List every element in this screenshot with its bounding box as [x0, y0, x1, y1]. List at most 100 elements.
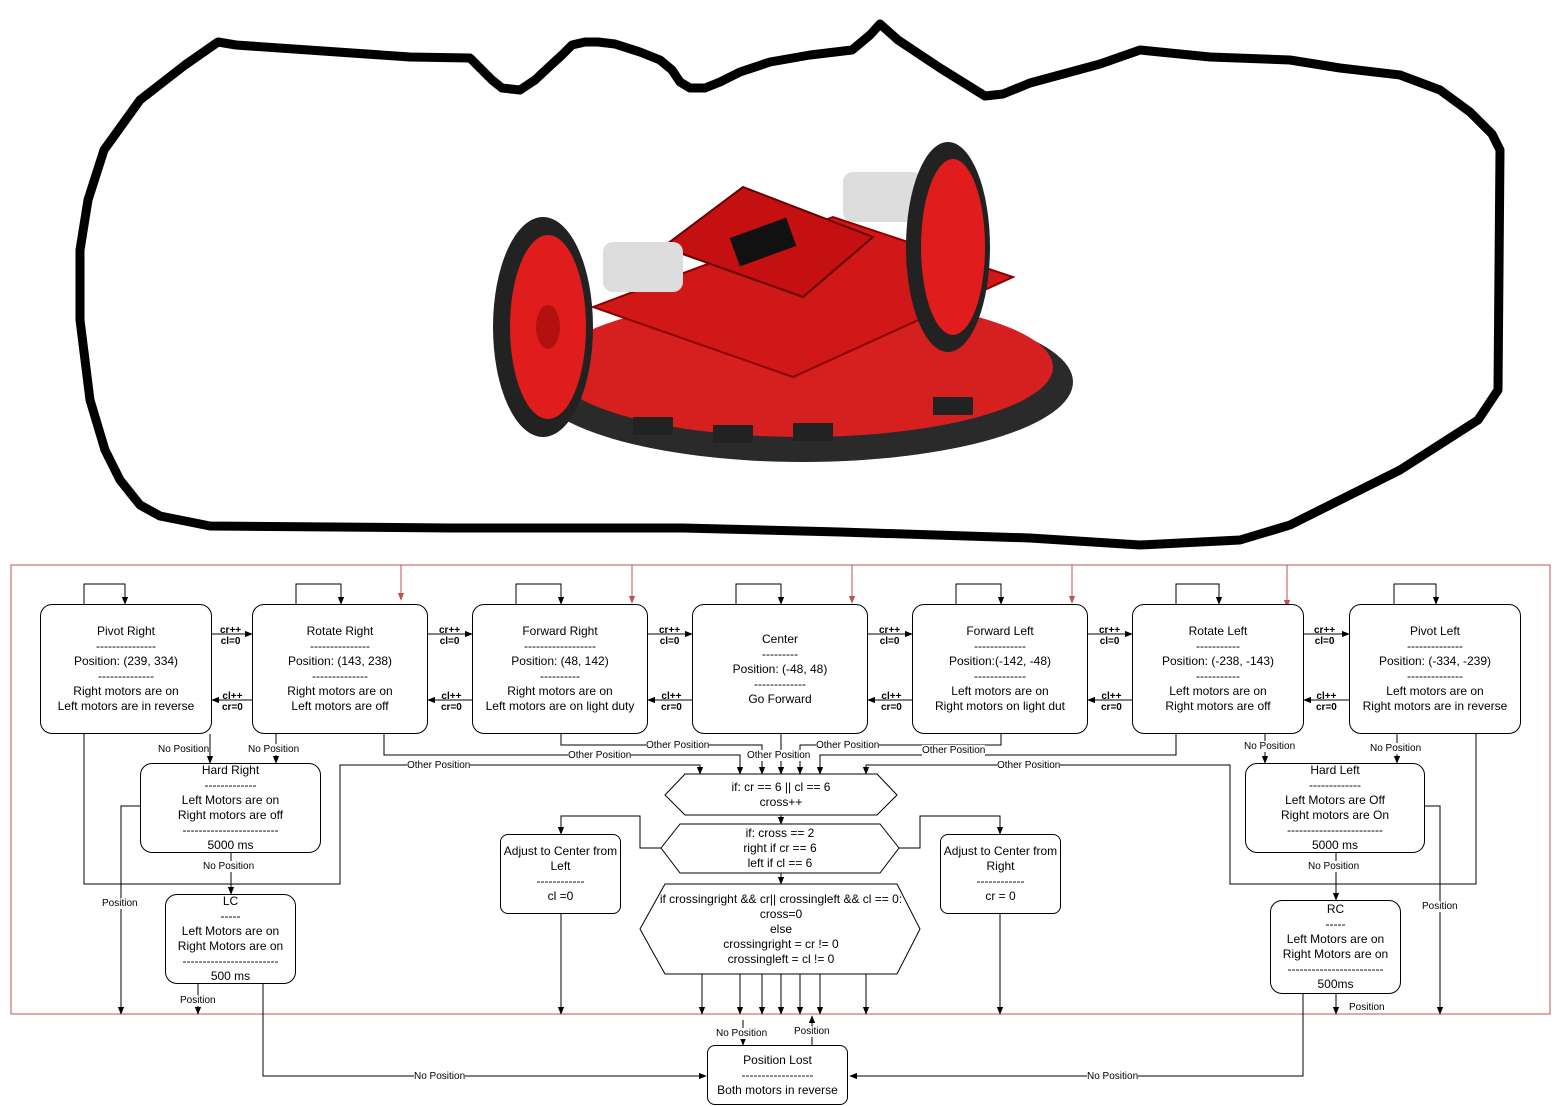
- node-line: Forward Right: [522, 624, 598, 638]
- node-line: if: cr == 6 || cl == 6: [731, 779, 831, 794]
- node-line: -----------: [1196, 669, 1240, 683]
- node-line: Left: [550, 859, 571, 873]
- edge-label-no-position: No Position: [414, 1071, 466, 1082]
- node-line: ---------------: [310, 639, 370, 653]
- node-line: -------------: [974, 669, 1026, 683]
- edge-label-other-position: Other Position: [646, 740, 710, 751]
- node-line: ---------------: [96, 639, 156, 653]
- state-lc: LC ----- Left Motors are on Right Motors…: [165, 894, 296, 984]
- node-line: ------------------------: [182, 954, 279, 968]
- edge-label-cr-inc: cr++cl=0: [439, 625, 461, 647]
- node-line: RC: [1326, 902, 1345, 916]
- node-line: Rotate Right: [306, 624, 374, 638]
- node-line: --------------: [98, 669, 154, 683]
- edge-label-cl-inc: cl++cr=0: [881, 691, 902, 713]
- node-line: Forward Left: [966, 624, 1034, 638]
- edge-label-no-position: No Position: [203, 861, 255, 872]
- edge-label-cr-inc: cr++cl=0: [220, 625, 242, 647]
- node-line: Left Motors are on: [181, 793, 280, 807]
- node-line: Position: (-48, 48): [732, 661, 828, 676]
- node-line: --------------: [1407, 669, 1463, 683]
- state-center: Center --------- Position: (-48, 48) ---…: [692, 604, 868, 734]
- node-line: Left motors are on: [1386, 684, 1484, 698]
- node-line: ----------: [540, 669, 580, 683]
- node-line: -------------: [754, 676, 806, 691]
- edge-label-position: Position: [1349, 1002, 1385, 1013]
- node-line: -----: [220, 909, 241, 923]
- node-line: Adjust to Center from: [503, 844, 618, 858]
- edge-label-cr-inc: cr++cl=0: [1099, 625, 1121, 647]
- edge-label-other-position: Other Position: [997, 760, 1061, 771]
- edge-label-no-position: No Position: [158, 744, 210, 755]
- node-line: if crossingright && cr|| crossingleft &&…: [659, 891, 903, 906]
- robot-photo: [413, 127, 1128, 487]
- node-line: right if cr == 6: [743, 841, 817, 855]
- node-line: Right Motors are on: [177, 939, 284, 953]
- node-line: -----: [1325, 917, 1346, 931]
- node-line: LC: [222, 894, 239, 908]
- node-line: Right motors are in reverse: [1362, 699, 1508, 713]
- node-line: ------------------------: [1287, 823, 1383, 837]
- node-line: cross=0: [759, 906, 803, 921]
- node-line: Go Forward: [748, 691, 812, 706]
- track-outline: [75, 19, 1505, 550]
- node-line: Hard Right: [201, 763, 260, 777]
- state-forward-right: Forward Right ------------------ Positio…: [472, 604, 648, 734]
- node-line: Pivot Left: [1409, 624, 1461, 638]
- node-line: Position:(-142, -48): [948, 654, 1052, 668]
- node-line: ------------: [536, 874, 585, 888]
- node-line: ------------------: [741, 1067, 814, 1082]
- node-line: cl =0: [547, 889, 574, 903]
- edge-label-cr-inc: cr++cl=0: [659, 625, 681, 647]
- node-line: Right Motors are on: [1282, 947, 1389, 961]
- hex-cross-text: if: cr == 6 || cl == 6 cross++: [685, 774, 877, 815]
- state-hard-left: Hard Left ------------- Left Motors are …: [1245, 763, 1425, 853]
- node-line: Rotate Left: [1188, 624, 1248, 638]
- edge-label-no-position: No Position: [248, 744, 300, 755]
- state-rc: RC ----- Left Motors are on Right Motors…: [1270, 900, 1401, 994]
- node-line: Left motors are on light duty: [485, 699, 635, 713]
- edge-label-cl-inc: cl++cr=0: [661, 691, 682, 713]
- node-line: Left Motors are on: [1286, 932, 1385, 946]
- state-rotate-left: Rotate Left ----------- Position: (-238,…: [1132, 604, 1304, 734]
- edge-label-other-position: Other Position: [747, 750, 811, 761]
- edge-label-no-position: No Position: [1087, 1071, 1139, 1082]
- node-line: Right motors on light dut: [934, 699, 1066, 713]
- hex-cross-check: [664, 773, 898, 816]
- edge-label-cl-inc: cl++cr=0: [1316, 691, 1337, 713]
- node-line: Left motors are in reverse: [57, 699, 195, 713]
- node-line: Left motors are off: [291, 699, 389, 713]
- self-loops: [83, 583, 1440, 605]
- edge-label-cl-inc: cl++cr=0: [222, 691, 243, 713]
- node-line: if: cross == 2: [745, 826, 815, 840]
- node-line: Right motors are On: [1280, 808, 1390, 822]
- node-line: --------------: [1407, 639, 1463, 653]
- node-line: ------------: [976, 874, 1025, 888]
- edge-label-no-position: No Position: [1244, 741, 1296, 752]
- node-line: left if cl == 6: [747, 856, 813, 870]
- node-line: Hard Left: [1310, 763, 1360, 777]
- edge-label-cl-inc: cl++cr=0: [1101, 691, 1122, 713]
- node-line: Left Motors are Off: [1285, 793, 1385, 807]
- edge-label-no-position: No Position: [1308, 861, 1360, 872]
- edge-label-no-position: No Position: [716, 1028, 768, 1039]
- node-line: Right motors are off: [1165, 699, 1271, 713]
- node-line: 500 ms: [210, 969, 251, 983]
- node-line: Left Motors are on: [181, 924, 280, 938]
- edge-label-other-position: Other Position: [922, 745, 986, 756]
- hex-reset-text: if crossingright && cr|| crossingleft &&…: [650, 884, 912, 974]
- state-hard-right: Hard Right ------------- Left Motors are…: [140, 763, 321, 853]
- node-line: 5000 ms: [1311, 838, 1359, 852]
- node-line: Position: (-238, -143): [1161, 654, 1275, 668]
- edge-label-position: Position: [180, 995, 216, 1006]
- edge-label-other-position: Other Position: [568, 750, 632, 761]
- state-transitions: [211, 630, 1350, 704]
- node-line: -------------: [974, 639, 1026, 653]
- node-line: ------------------: [524, 639, 596, 653]
- edge-label-position: Position: [102, 898, 138, 909]
- hex-direction-text: if: cross == 2 right if cr == 6 left if …: [680, 824, 880, 873]
- node-line: -------------: [204, 778, 257, 792]
- edge-label-cr-inc: cr++cl=0: [1314, 625, 1336, 647]
- node-line: ---------: [762, 646, 798, 661]
